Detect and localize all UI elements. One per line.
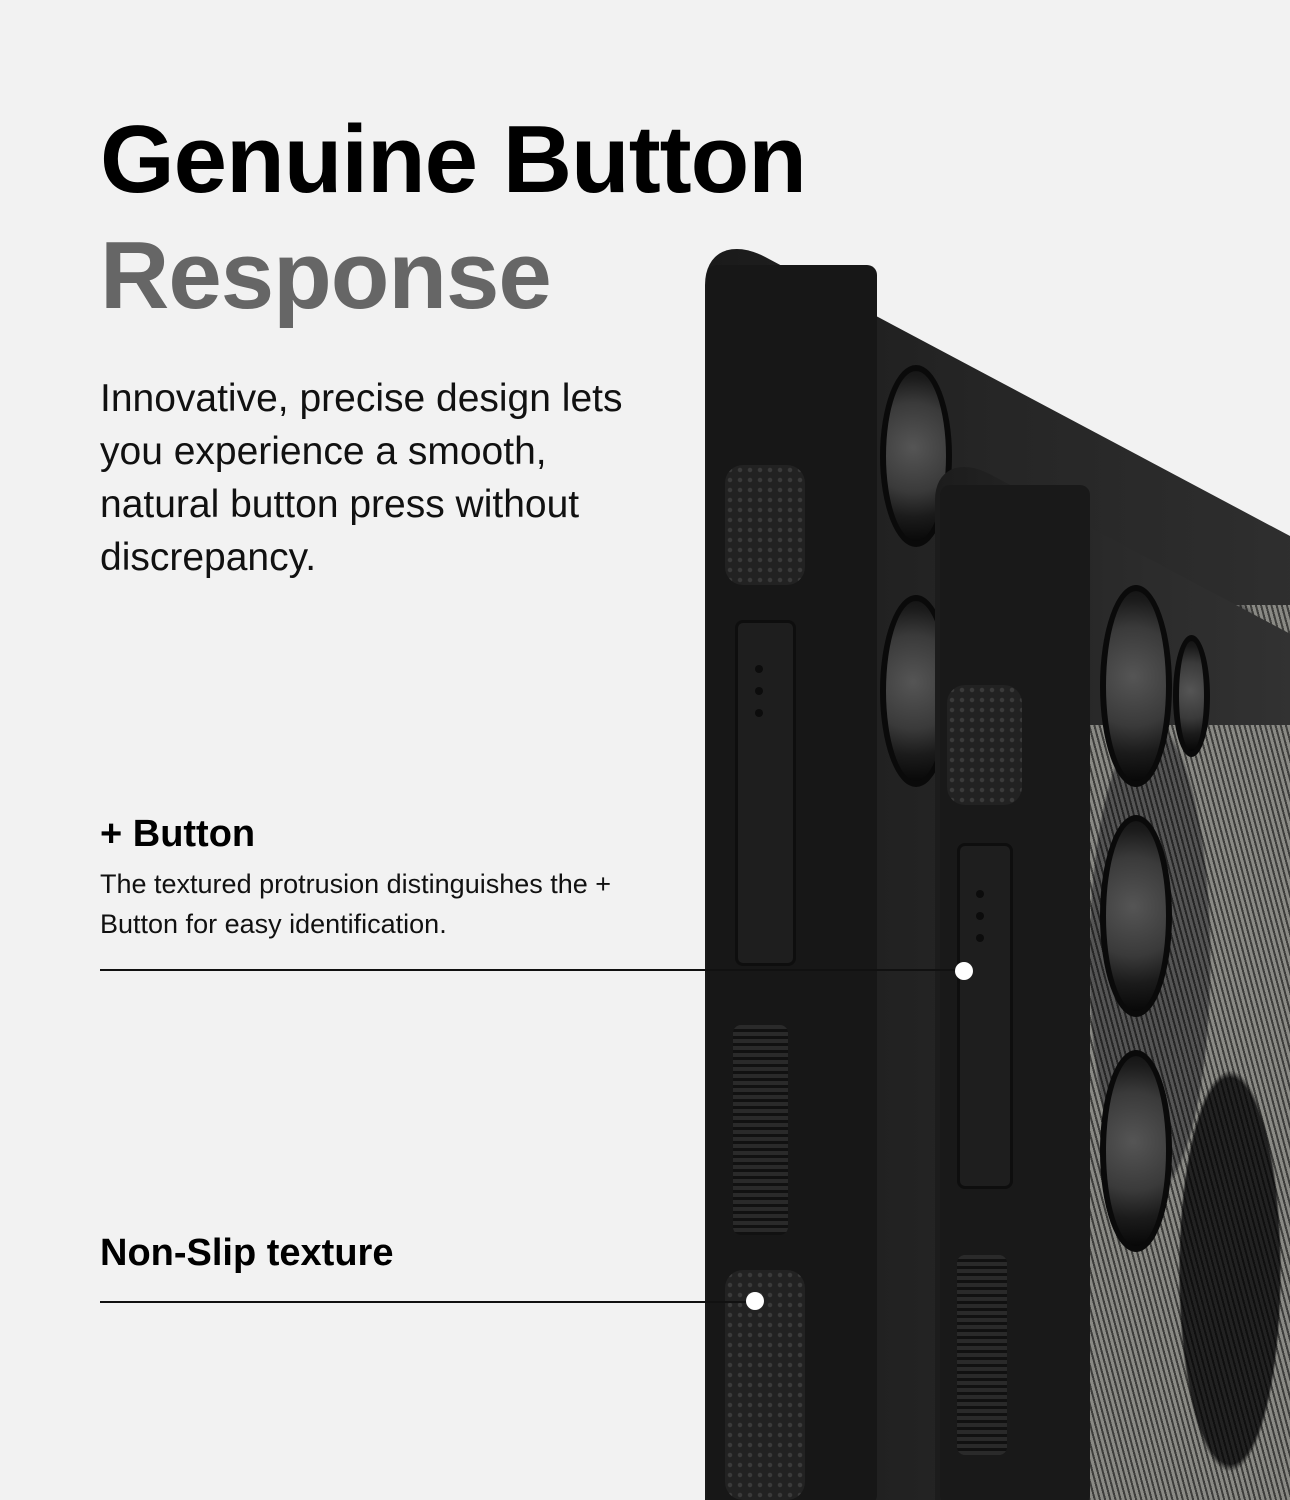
bump-dot bbox=[755, 687, 763, 695]
callout-line-plus-button bbox=[100, 969, 964, 971]
front-camera-lens bbox=[1100, 1050, 1172, 1252]
bump-dot bbox=[755, 709, 763, 717]
front-camera-lens bbox=[1100, 585, 1172, 787]
front-power-button bbox=[957, 1255, 1007, 1455]
description: Innovative, precise design lets you expe… bbox=[100, 377, 623, 579]
bump-dot bbox=[976, 912, 984, 920]
callout-line-non-slip bbox=[100, 1301, 755, 1303]
rear-power-button bbox=[733, 1025, 788, 1235]
headline-line2: Response bbox=[100, 222, 552, 329]
rear-grip-texture-top bbox=[725, 465, 805, 585]
bump-dot bbox=[755, 665, 763, 673]
front-plus-button bbox=[957, 843, 1013, 1189]
bump-dot bbox=[976, 890, 984, 898]
front-camera-lens bbox=[1100, 815, 1172, 1017]
rear-grip-texture-bottom bbox=[725, 1270, 805, 1500]
rear-plus-button bbox=[735, 620, 796, 966]
headline-line1: Genuine Button bbox=[100, 106, 807, 213]
callout-dot-icon bbox=[746, 1292, 764, 1310]
feature-plus-button-title: + Button bbox=[100, 813, 256, 855]
feature-non-slip-title: Non-Slip texture bbox=[100, 1232, 394, 1274]
front-small-lens bbox=[1173, 635, 1210, 757]
front-grip-texture bbox=[947, 685, 1022, 805]
product-image bbox=[695, 225, 1290, 1500]
callout-dot-icon bbox=[955, 962, 973, 980]
feature-plus-button-description: The textured protrusion distinguishes th… bbox=[100, 869, 612, 939]
bump-dot bbox=[976, 934, 984, 942]
